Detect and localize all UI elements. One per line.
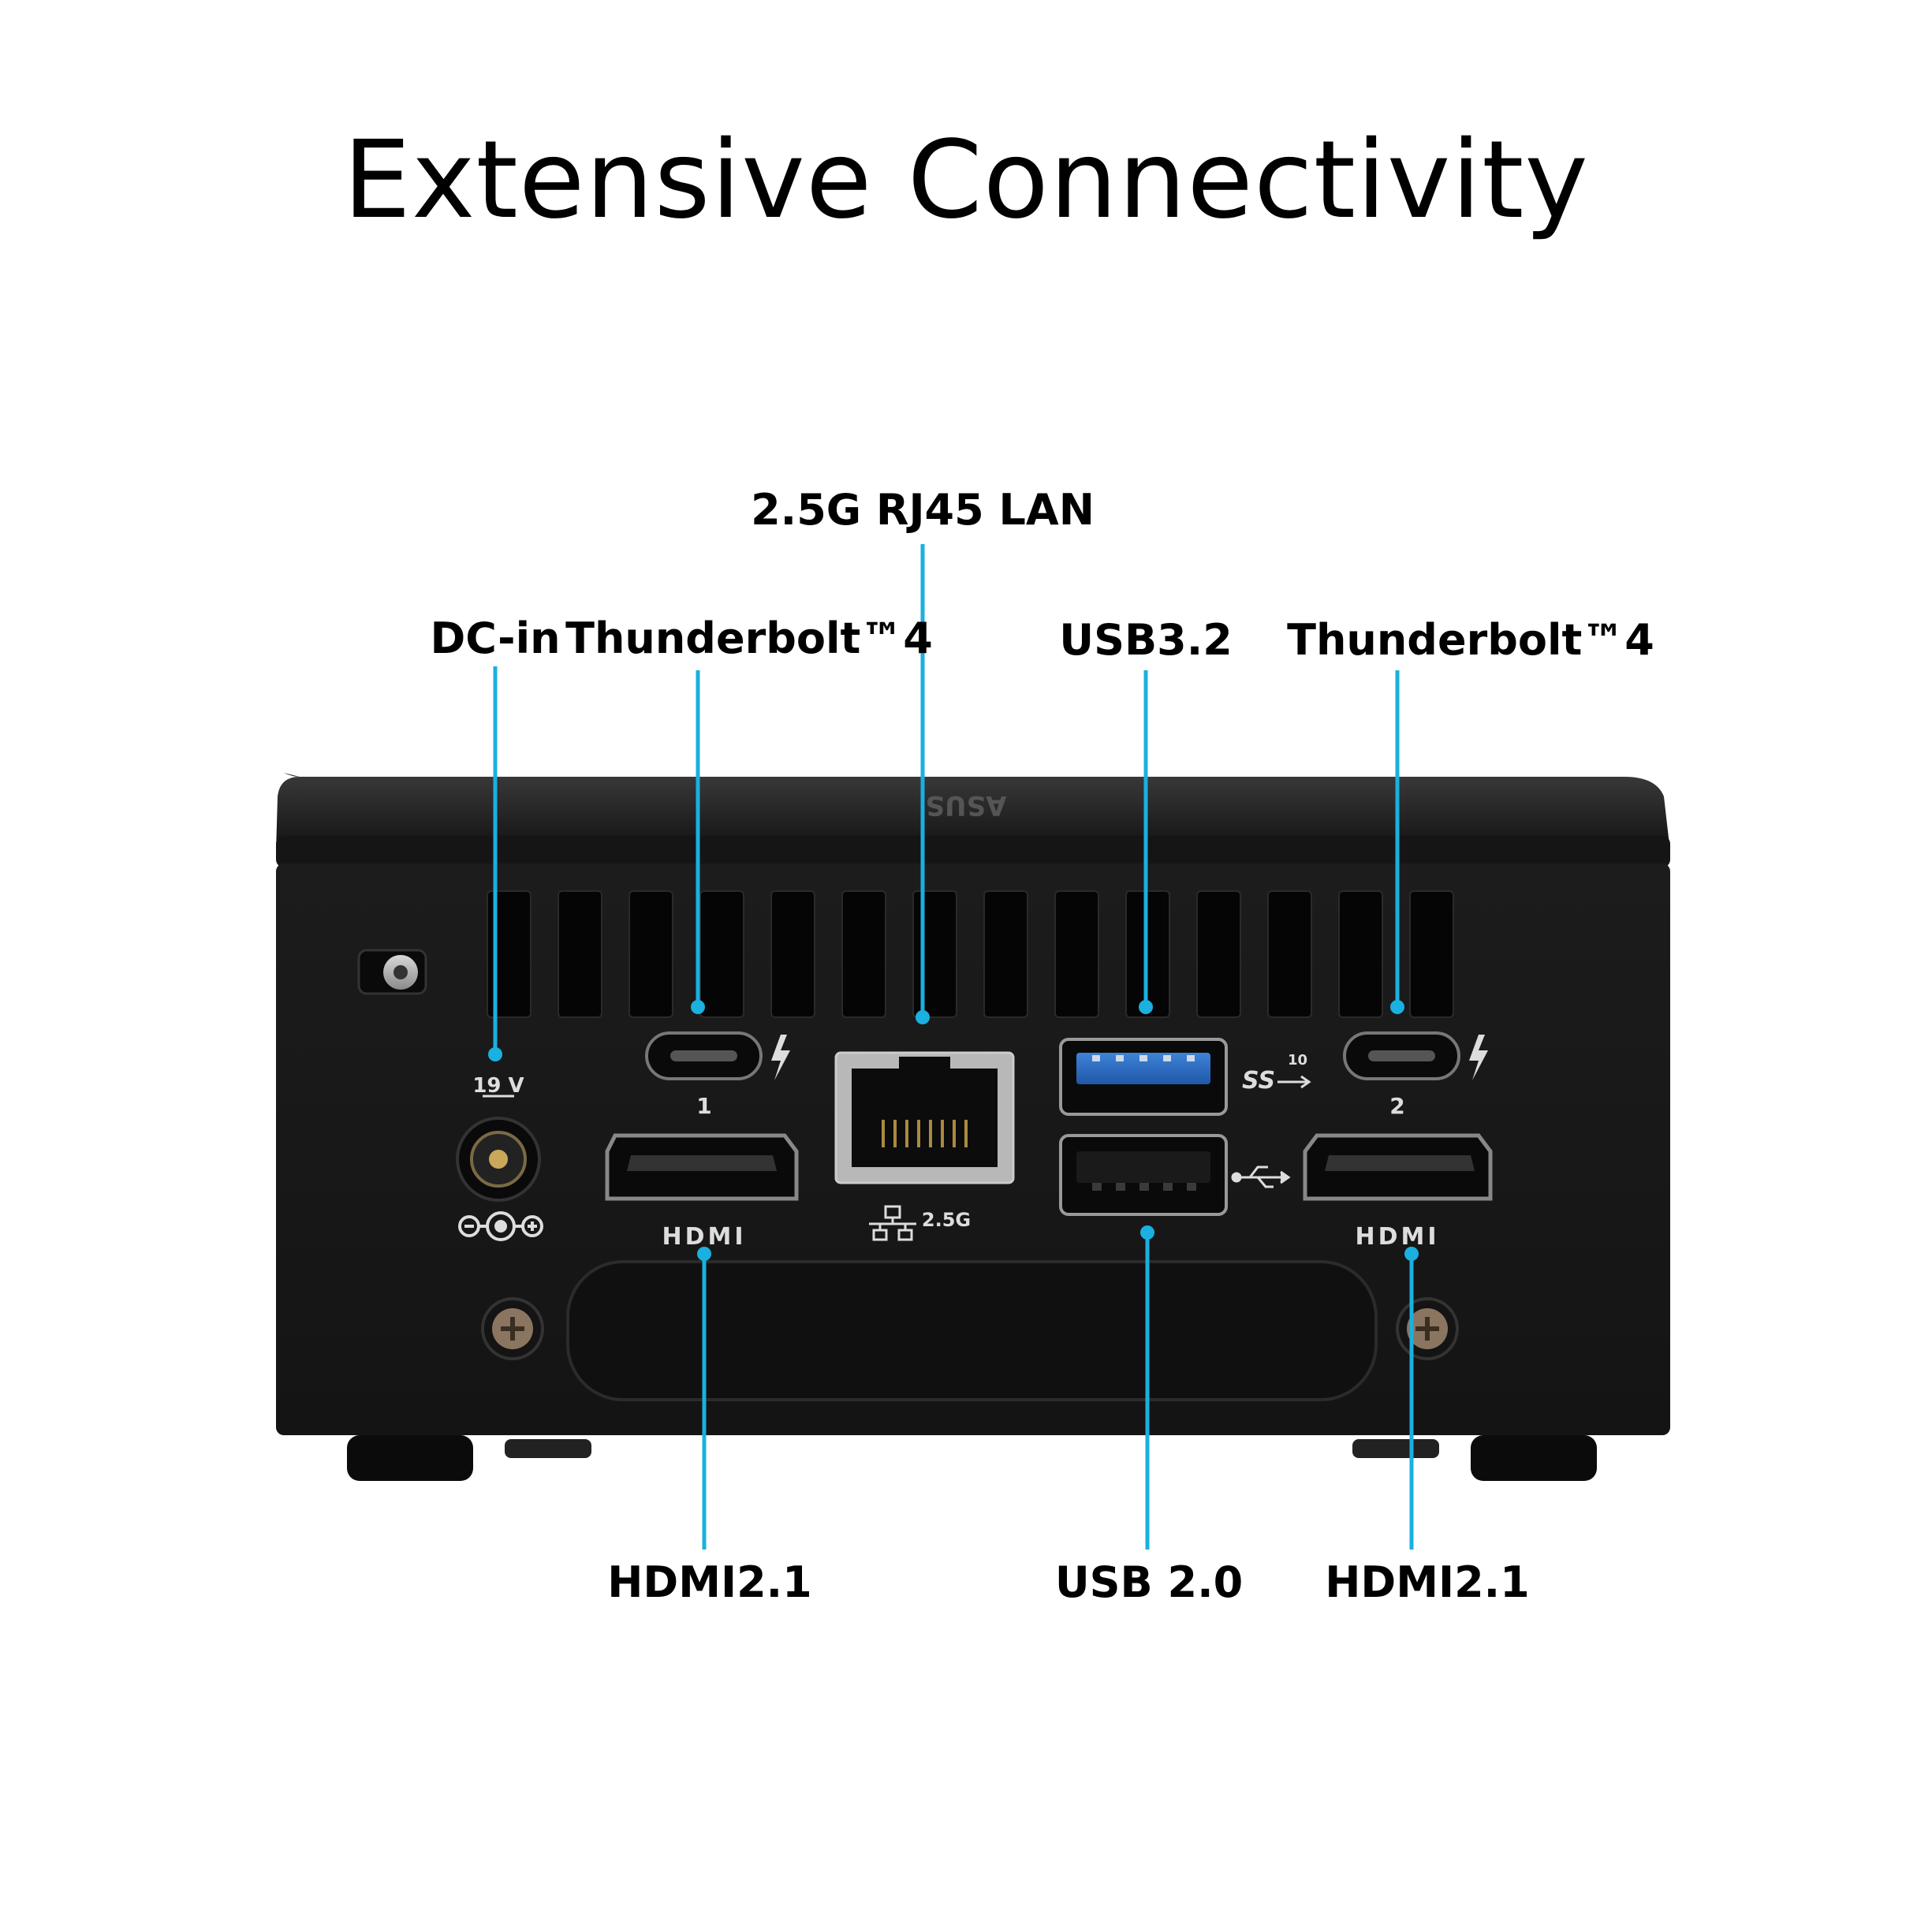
- brand-logo: ASUS: [926, 789, 1007, 821]
- top-lid: [276, 773, 1670, 852]
- usb20-port: [1059, 1134, 1228, 1216]
- page-title: Extensive Connectivity: [343, 118, 1589, 243]
- hdmi-logo-right: HDMI: [1355, 1223, 1439, 1251]
- usb32-port: [1059, 1038, 1228, 1116]
- vent-grille: [487, 890, 1454, 1018]
- dc-in-port: [456, 1117, 541, 1202]
- hdmi-logo-left: HDMI: [662, 1223, 746, 1251]
- usb-trident-icon-ss: [1277, 1075, 1311, 1089]
- callout-lan: 2.5G RJ45 LAN: [751, 485, 1095, 535]
- callout-usb20: USB 2.0: [1054, 1557, 1244, 1607]
- hdmi-port-right: [1303, 1133, 1493, 1201]
- thunderbolt-port-2: [1343, 1031, 1460, 1080]
- security-lock-slot-icon: [357, 949, 427, 995]
- voltage-mark: 19 V: [472, 1074, 524, 1098]
- lan-speed-mark: 2.5G: [922, 1209, 971, 1231]
- dc-polarity-icon: [458, 1211, 543, 1241]
- callout-usb32: USB3.2: [1059, 615, 1233, 665]
- port-number-2: 2: [1389, 1093, 1404, 1119]
- rj45-lan-port: [834, 1051, 1015, 1184]
- thunderbolt-port-1: [645, 1031, 763, 1080]
- callout-dc-in: DC-in: [430, 614, 561, 663]
- usb-trident-icon: [1231, 1166, 1291, 1188]
- network-icon: [869, 1205, 916, 1241]
- callout-hdmi-right: HDMI2.1: [1325, 1557, 1530, 1607]
- thunderbolt-icon-left: [771, 1035, 790, 1080]
- port-number-1: 1: [696, 1093, 711, 1119]
- screw-left-icon: [481, 1297, 544, 1360]
- callout-lines: [493, 544, 1414, 1550]
- callout-tb4-left: Thunderbolt™4: [565, 614, 933, 663]
- superspeed-logo: SS: [1242, 1067, 1275, 1095]
- callout-tb4-right: Thunderbolt™4: [1287, 615, 1654, 665]
- expansion-cover-plate: [566, 1260, 1378, 1401]
- screw-right-icon: [1396, 1297, 1459, 1360]
- callout-hdmi-left: HDMI2.1: [607, 1557, 812, 1607]
- foot-right: [1471, 1435, 1597, 1481]
- thunderbolt-icon-right: [1469, 1035, 1488, 1080]
- callout-dots: [488, 1000, 1419, 1261]
- foot-left: [347, 1435, 473, 1481]
- hdmi-port-left: [605, 1133, 799, 1201]
- superspeed-rate: 10: [1288, 1052, 1307, 1069]
